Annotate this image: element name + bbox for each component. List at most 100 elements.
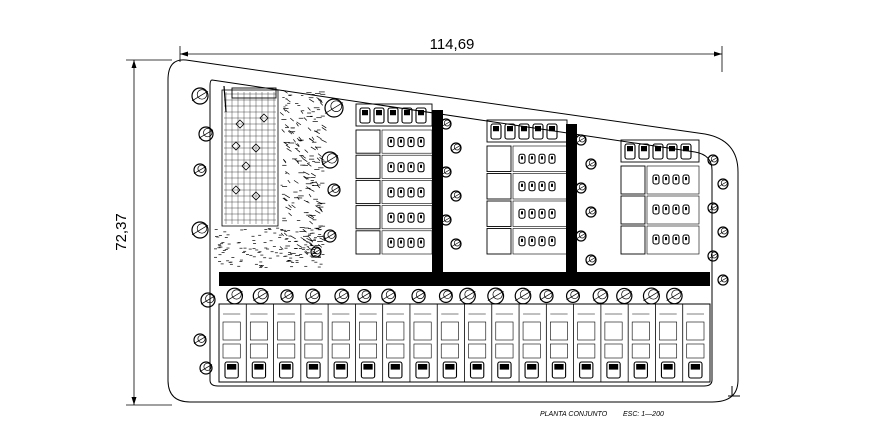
house-room [386,343,405,359]
house-room [550,343,568,359]
car-windshield [308,364,319,370]
paving-mark [319,102,324,106]
car-windshield [641,146,647,152]
car-symbol-icon [279,361,294,379]
tree-symbol-icon [592,288,609,304]
access-road-2 [566,124,577,273]
paving-mark [279,112,284,116]
tree-symbol-icon [642,287,660,305]
car-symbol-icon [417,187,425,198]
plaza-outline [221,89,279,227]
tree-symbol-icon [717,274,729,286]
car-windshield [499,364,510,370]
car-symbol-icon [652,234,660,245]
house-unit [355,230,381,255]
paving-mark [317,153,322,157]
car-windshield [521,238,523,242]
tree-symbol-icon [487,287,505,305]
car-symbol-icon [624,143,636,160]
paving-mark [287,179,291,184]
car-windshield [390,164,392,168]
car-symbol-icon [548,236,556,247]
car-windshield [521,126,527,132]
car-symbol-icon [652,204,660,215]
car-symbol-icon [397,187,405,198]
car-symbol-icon [652,174,660,185]
car-windshield [521,211,523,215]
house-room [359,343,377,359]
car-windshield [420,215,422,219]
paving-mark [283,197,288,202]
parking-bay [620,139,700,163]
car-windshield [541,211,543,215]
tree-symbol-icon [357,288,372,304]
car-windshield [663,364,673,370]
tree-symbol-icon [321,151,339,169]
car-symbol-icon [532,123,544,140]
paving-mark [288,212,292,217]
car-symbol-icon [373,107,385,124]
tree-symbol-icon [310,246,322,258]
paving-mark [285,171,290,175]
paving-mark [321,124,327,129]
car-windshield [541,238,543,242]
house-room [686,343,705,359]
paving-mark [300,155,304,160]
car-windshield [400,164,402,168]
car-windshield [420,139,422,143]
house-unit [355,205,381,230]
car-symbol-icon [538,153,546,164]
tree-symbol-icon [193,333,207,347]
car-symbol-icon [469,361,485,379]
house-room [468,343,487,359]
tree-symbol-icon [450,238,462,250]
paving-mark [313,130,320,135]
car-windshield [554,364,564,370]
paving-mark [298,136,302,141]
house-room [604,321,623,341]
car-symbol-icon [538,208,546,219]
paving-mark [296,244,303,248]
car-symbol-icon [397,237,405,248]
car-symbol-icon [306,361,321,379]
car-symbol-icon [579,361,594,379]
site-boundary [167,59,739,403]
car-symbol-icon [682,174,690,185]
car-windshield [675,177,677,181]
car-symbol-icon [528,181,536,192]
house-unit [620,165,646,195]
house-unit [355,179,381,205]
car-symbol-icon [417,162,425,173]
house-room [440,343,459,359]
car-symbol-icon [518,123,530,140]
paving-mark [309,220,313,225]
car-symbol-icon [417,237,425,248]
plaza-ornament [251,143,261,153]
paving-mark [302,158,308,163]
car-symbol-icon [397,162,405,173]
tree-symbol-icon [200,292,216,308]
car-windshield [665,207,667,211]
car-symbol-icon [333,361,348,379]
car-symbol-icon [662,204,670,215]
car-symbol-icon [606,361,621,379]
tree-symbol-icon [585,254,597,266]
tree-symbol-icon [438,288,453,304]
car-symbol-icon [682,204,690,215]
car-symbol-icon [538,236,546,247]
paving-mark [283,159,287,164]
car-windshield [551,156,553,160]
car-symbol-icon [387,107,399,124]
main-road [219,272,710,286]
house-room [413,343,432,359]
car-symbol-icon [397,137,405,148]
car-symbol-icon [407,162,415,173]
car-windshield [665,237,667,241]
car-symbol-icon [548,208,556,219]
car-windshield [683,146,689,152]
car-symbol-icon [387,137,395,148]
house-room [686,321,705,341]
width-dimension: 114,69 [179,36,723,72]
car-symbol-icon [417,137,425,148]
car-windshield [655,237,657,241]
